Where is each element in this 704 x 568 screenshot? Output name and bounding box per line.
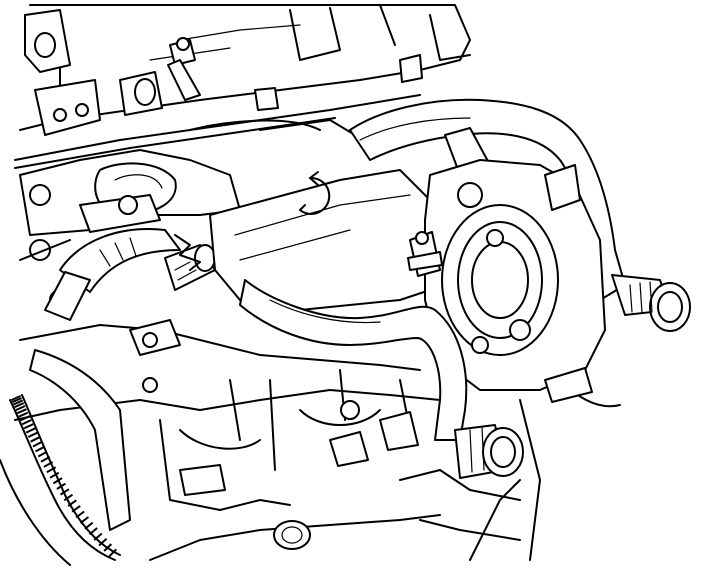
flywheel-tooth [67, 499, 77, 507]
flywheel-tooth [21, 419, 32, 426]
flywheel-tooth [25, 427, 36, 434]
manifold-body [189, 119, 431, 311]
temperature-sensor [407, 231, 443, 277]
flywheel-tooth [15, 405, 26, 412]
flywheel-tooth [30, 436, 40, 443]
flywheel-tooth [35, 445, 45, 453]
flywheel-tooth [40, 456, 51, 463]
flywheel-tooth [79, 516, 90, 524]
engine-block-lower [14, 319, 521, 561]
flywheel-tooth [63, 493, 74, 502]
flywheel-tooth [49, 471, 60, 479]
flywheel-tooth [27, 431, 38, 438]
flywheel-tooth [46, 466, 57, 474]
intake-assembly [19, 149, 241, 311]
rotation-arrow-icon [299, 171, 331, 215]
flywheel-tooth [20, 415, 31, 422]
flywheel-tooth [93, 532, 103, 541]
flywheel-tooth [88, 527, 98, 536]
flywheel-tooth [59, 488, 70, 496]
flywheel-tooth [56, 482, 66, 490]
flywheel-tooth [43, 461, 54, 468]
flywheel-tooth [84, 521, 94, 530]
flywheel-tooth [10, 394, 22, 402]
flywheel-tooth [18, 411, 29, 418]
lower-coolant-hose [239, 279, 468, 441]
mount-bracket [24, 9, 163, 136]
flywheel-tooth [32, 441, 43, 448]
flywheel [0, 394, 121, 566]
flywheel-tooth [14, 402, 25, 409]
water-pump-assembly [424, 159, 606, 391]
flywheel-tooth [103, 543, 112, 552]
right-side-components [469, 367, 621, 561]
flywheel-tooth [12, 399, 24, 406]
flywheel-tooth [75, 510, 85, 519]
flywheel-tooth [52, 477, 63, 485]
flywheel-tooth [16, 408, 27, 415]
flywheel-tooth [23, 423, 34, 430]
flywheel-tooth [11, 397, 22, 404]
coolant-pipe-left [44, 228, 216, 321]
hose-fitting-lower [454, 424, 524, 479]
flywheel-tooth [71, 505, 81, 513]
flywheel-tooth [98, 538, 108, 547]
flywheel-tooth [108, 548, 118, 558]
hose-fitting-upper-right [611, 274, 691, 332]
flywheel-tooth [37, 450, 48, 458]
fuel-rail-bolts [167, 37, 423, 111]
